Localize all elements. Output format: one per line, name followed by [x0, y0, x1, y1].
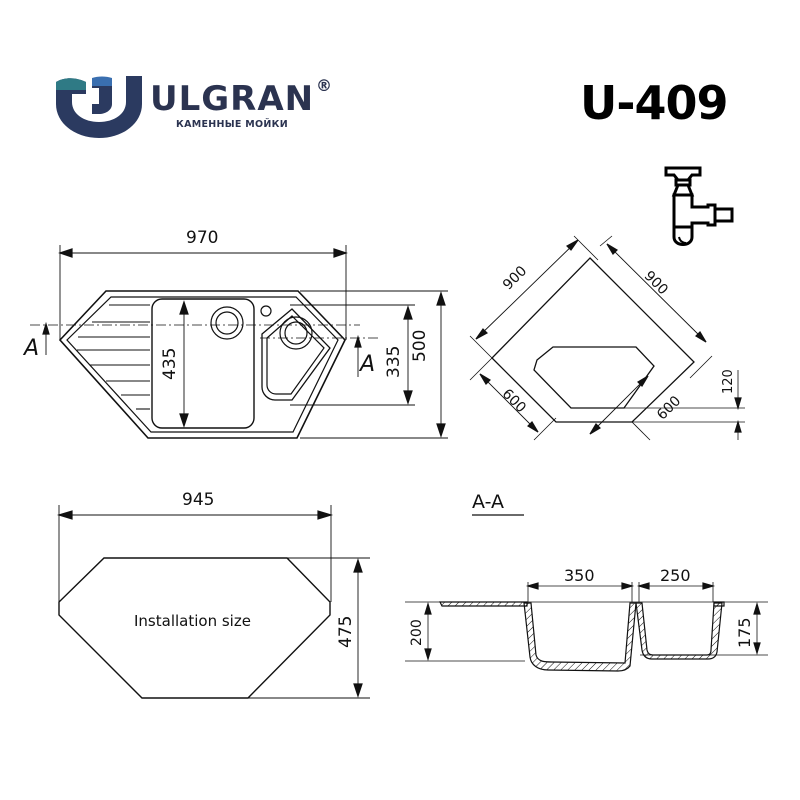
brand-logo [54, 74, 144, 138]
ulgran-u-logo-icon [56, 76, 142, 138]
registered-mark: ® [316, 76, 332, 95]
dim-335: 335 [384, 345, 404, 378]
brand-name: ULGRAN [150, 79, 315, 119]
dim-width-970: 970 [186, 228, 219, 248]
brand-tagline: КАМЕННЫЕ МОЙКИ [176, 119, 288, 130]
section-marker-right: A [360, 352, 376, 377]
dim-435: 435 [160, 347, 180, 380]
section-title: A-A [472, 491, 505, 513]
dim-section-350: 350 [564, 566, 595, 585]
section-marker-left: A [24, 336, 40, 361]
installation-label: Installation size [134, 612, 251, 630]
model-title: U-409 [580, 76, 728, 130]
dim-install-depth-475: 475 [336, 615, 356, 648]
dim-front-120: 120 [721, 369, 736, 394]
dim-section-250: 250 [660, 566, 691, 585]
dim-install-width-945: 945 [182, 490, 215, 510]
dim-section-200: 200 [409, 619, 425, 646]
dim-depth-500: 500 [410, 329, 430, 362]
dim-section-175: 175 [735, 617, 754, 648]
siphon-icon [660, 165, 745, 255]
